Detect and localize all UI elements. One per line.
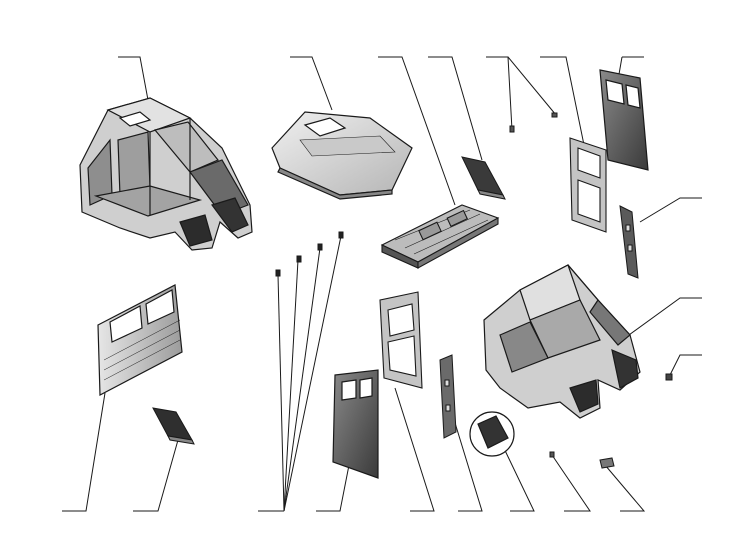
door-panel-front — [332, 369, 379, 479]
callout-12 — [133, 439, 179, 512]
callout-16 — [447, 399, 483, 512]
callout-3 — [378, 56, 456, 206]
pin-line-4 — [283, 235, 342, 512]
roof-panel — [271, 111, 413, 200]
floor-panel — [380, 204, 500, 269]
callout-4 — [428, 56, 483, 161]
callout-5 — [486, 56, 513, 131]
cab-frame-partial — [483, 264, 641, 419]
pin-line-3 — [283, 247, 321, 512]
callout-1 — [118, 56, 149, 101]
detail-inset — [469, 411, 515, 457]
callout-lines — [62, 56, 702, 512]
bracket-small — [599, 457, 615, 469]
callout-18 — [551, 454, 591, 512]
callout-17 — [499, 439, 535, 512]
door-panel-rear — [599, 69, 649, 171]
callout-8 — [639, 197, 702, 223]
callout-15 — [394, 387, 435, 512]
door-frame-front — [379, 291, 423, 389]
door-frame-rear — [569, 137, 607, 233]
callout-6 — [540, 56, 585, 146]
side-panel-left — [97, 284, 183, 396]
callout-11 — [62, 392, 106, 512]
pin-line-2 — [283, 259, 299, 512]
callout-19 — [604, 464, 646, 512]
pin-set — [275, 231, 344, 277]
pin-line-1 — [277, 274, 285, 512]
cab-frame-assembly — [79, 97, 253, 251]
callout-9 — [621, 297, 702, 341]
callout-2 — [290, 56, 333, 111]
small-clip-upper — [509, 112, 558, 133]
bolt-right — [665, 373, 673, 381]
trim-strip-lower — [152, 407, 195, 445]
callout-14 — [316, 459, 351, 512]
callout-5b — [507, 56, 557, 116]
callout-10 — [669, 354, 702, 376]
pillar-bracket-right — [619, 205, 639, 279]
pillar-bracket-center — [439, 354, 457, 439]
trim-strip-upper — [461, 156, 506, 200]
small-clip-lower — [549, 451, 555, 458]
